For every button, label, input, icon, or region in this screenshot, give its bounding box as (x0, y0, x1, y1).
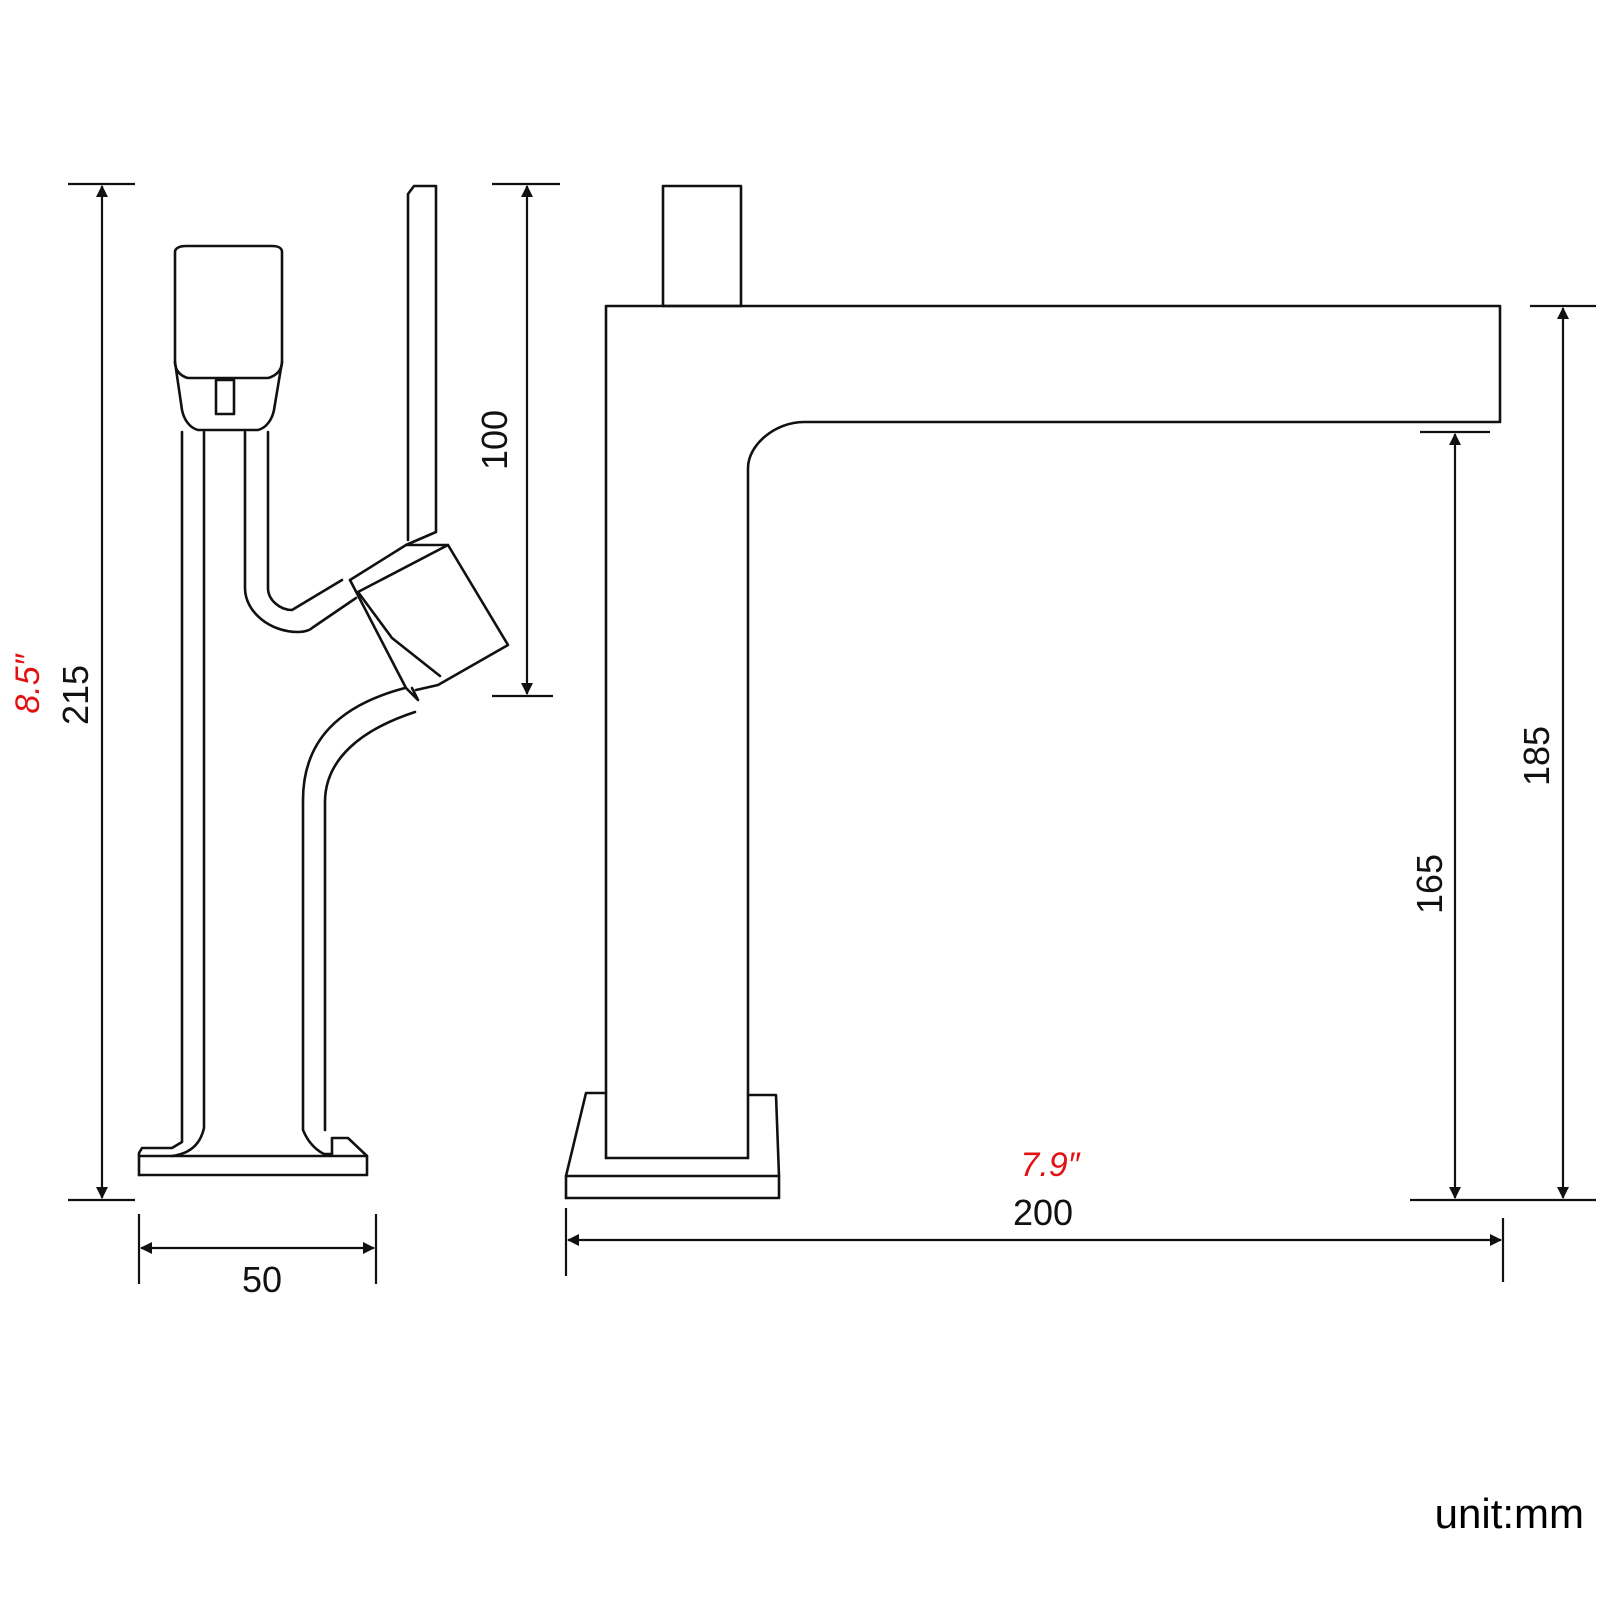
side-head (173, 244, 284, 380)
dimension-spout-length (564, 1208, 1505, 1282)
label-spout-clearance: 165 (1409, 854, 1450, 914)
side-base-plate (137, 798, 369, 1177)
unit-label: unit:mm (1435, 1490, 1584, 1537)
label-total-height: 215 (55, 665, 96, 725)
front-lever (661, 184, 743, 308)
dimension-base-width (137, 1214, 378, 1284)
side-handle-inner (356, 590, 442, 678)
side-aerator (214, 378, 236, 416)
front-base-plate (564, 1091, 608, 1200)
label-spout-height: 185 (1516, 726, 1557, 786)
side-supply-pipe-inner (266, 430, 344, 612)
dimension-handle-height (492, 182, 560, 698)
side-body-inner (170, 430, 206, 1158)
dimension-spout-clearance (1410, 430, 1530, 1202)
side-neck-curve (301, 686, 407, 802)
label-spout-length: 200 (1013, 1192, 1073, 1233)
front-view (564, 184, 1502, 1200)
front-spout-body (604, 304, 1502, 1160)
side-view (137, 184, 510, 1177)
side-lever (404, 184, 438, 547)
label-spout-length-inch: 7.9″ (1020, 1146, 1080, 1184)
side-base-plate-left (137, 430, 184, 1177)
dimension-total-height (68, 182, 135, 1202)
label-handle-height: 100 (474, 410, 515, 470)
label-total-height-inch: 8.5″ (9, 653, 47, 713)
dimension-spout-height (1530, 304, 1596, 1202)
side-handle-face (356, 543, 450, 594)
label-base-width: 50 (242, 1259, 282, 1300)
side-neck-curve-inner (323, 710, 417, 1132)
side-supply-pipe (243, 430, 358, 634)
side-head-collar (173, 360, 284, 432)
side-handle-body (348, 543, 510, 692)
side-handle-ring (348, 578, 420, 702)
